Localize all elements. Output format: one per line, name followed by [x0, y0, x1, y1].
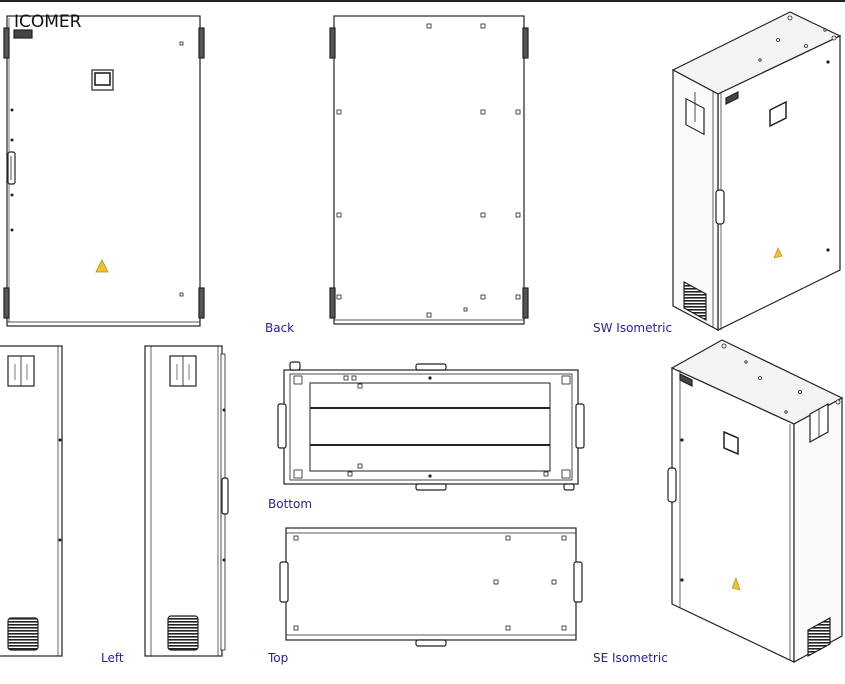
back-hinge-bottom-right [522, 287, 529, 319]
front-door-handle [7, 151, 16, 185]
brand-label: ICOMER [14, 12, 82, 32]
back-hinge-bottom-left [329, 287, 336, 319]
front-hinge-top-right [198, 27, 205, 59]
sw-iso-handle [715, 189, 725, 225]
sw-iso-side-face [672, 69, 719, 331]
front-warning-triangle [95, 259, 109, 273]
left-side-view [0, 345, 63, 657]
se-iso-display [723, 430, 739, 456]
se-iso-warning [731, 577, 741, 591]
se-iso-handle [667, 467, 677, 503]
front-logo-plate [13, 29, 33, 39]
front-view [3, 15, 205, 327]
front-hinge-bottom-left [3, 287, 10, 319]
front-panel [6, 15, 201, 327]
back-hinge-top-right [522, 27, 529, 59]
top-outer-frame [285, 527, 577, 641]
front-hinge-top-left [3, 27, 10, 59]
se-iso-logo [679, 373, 693, 387]
right-side-panel [144, 345, 223, 657]
label-left: Left [101, 651, 124, 665]
label-back: Back [265, 321, 295, 335]
back-hinge-top-left [329, 27, 336, 59]
label-se-isometric: SE Isometric [593, 651, 668, 665]
right-side-view [144, 345, 229, 657]
sw-iso-display [769, 100, 787, 128]
label-top: Top [268, 651, 289, 665]
se-iso-vent-lower [807, 616, 831, 658]
front-hinge-bottom-right [198, 287, 205, 319]
bottom-view [277, 361, 585, 491]
title-border-line [0, 0, 845, 2]
sw-iso-vent-lower [683, 280, 707, 322]
back-view [329, 15, 529, 325]
label-sw-isometric: SW Isometric [593, 321, 673, 335]
se-isometric-view [667, 339, 844, 664]
sw-iso-warning [773, 247, 783, 259]
left-side-panel [0, 345, 63, 657]
back-panel [333, 15, 525, 325]
sw-iso-logo [725, 91, 739, 105]
left-side-grill [7, 617, 39, 651]
right-side-grill [167, 615, 199, 651]
top-view [279, 527, 583, 647]
bottom-inner-opening [309, 382, 551, 472]
right-side-handle [221, 477, 229, 515]
sw-isometric-view [671, 11, 842, 331]
label-bottom: Bottom [268, 497, 313, 511]
